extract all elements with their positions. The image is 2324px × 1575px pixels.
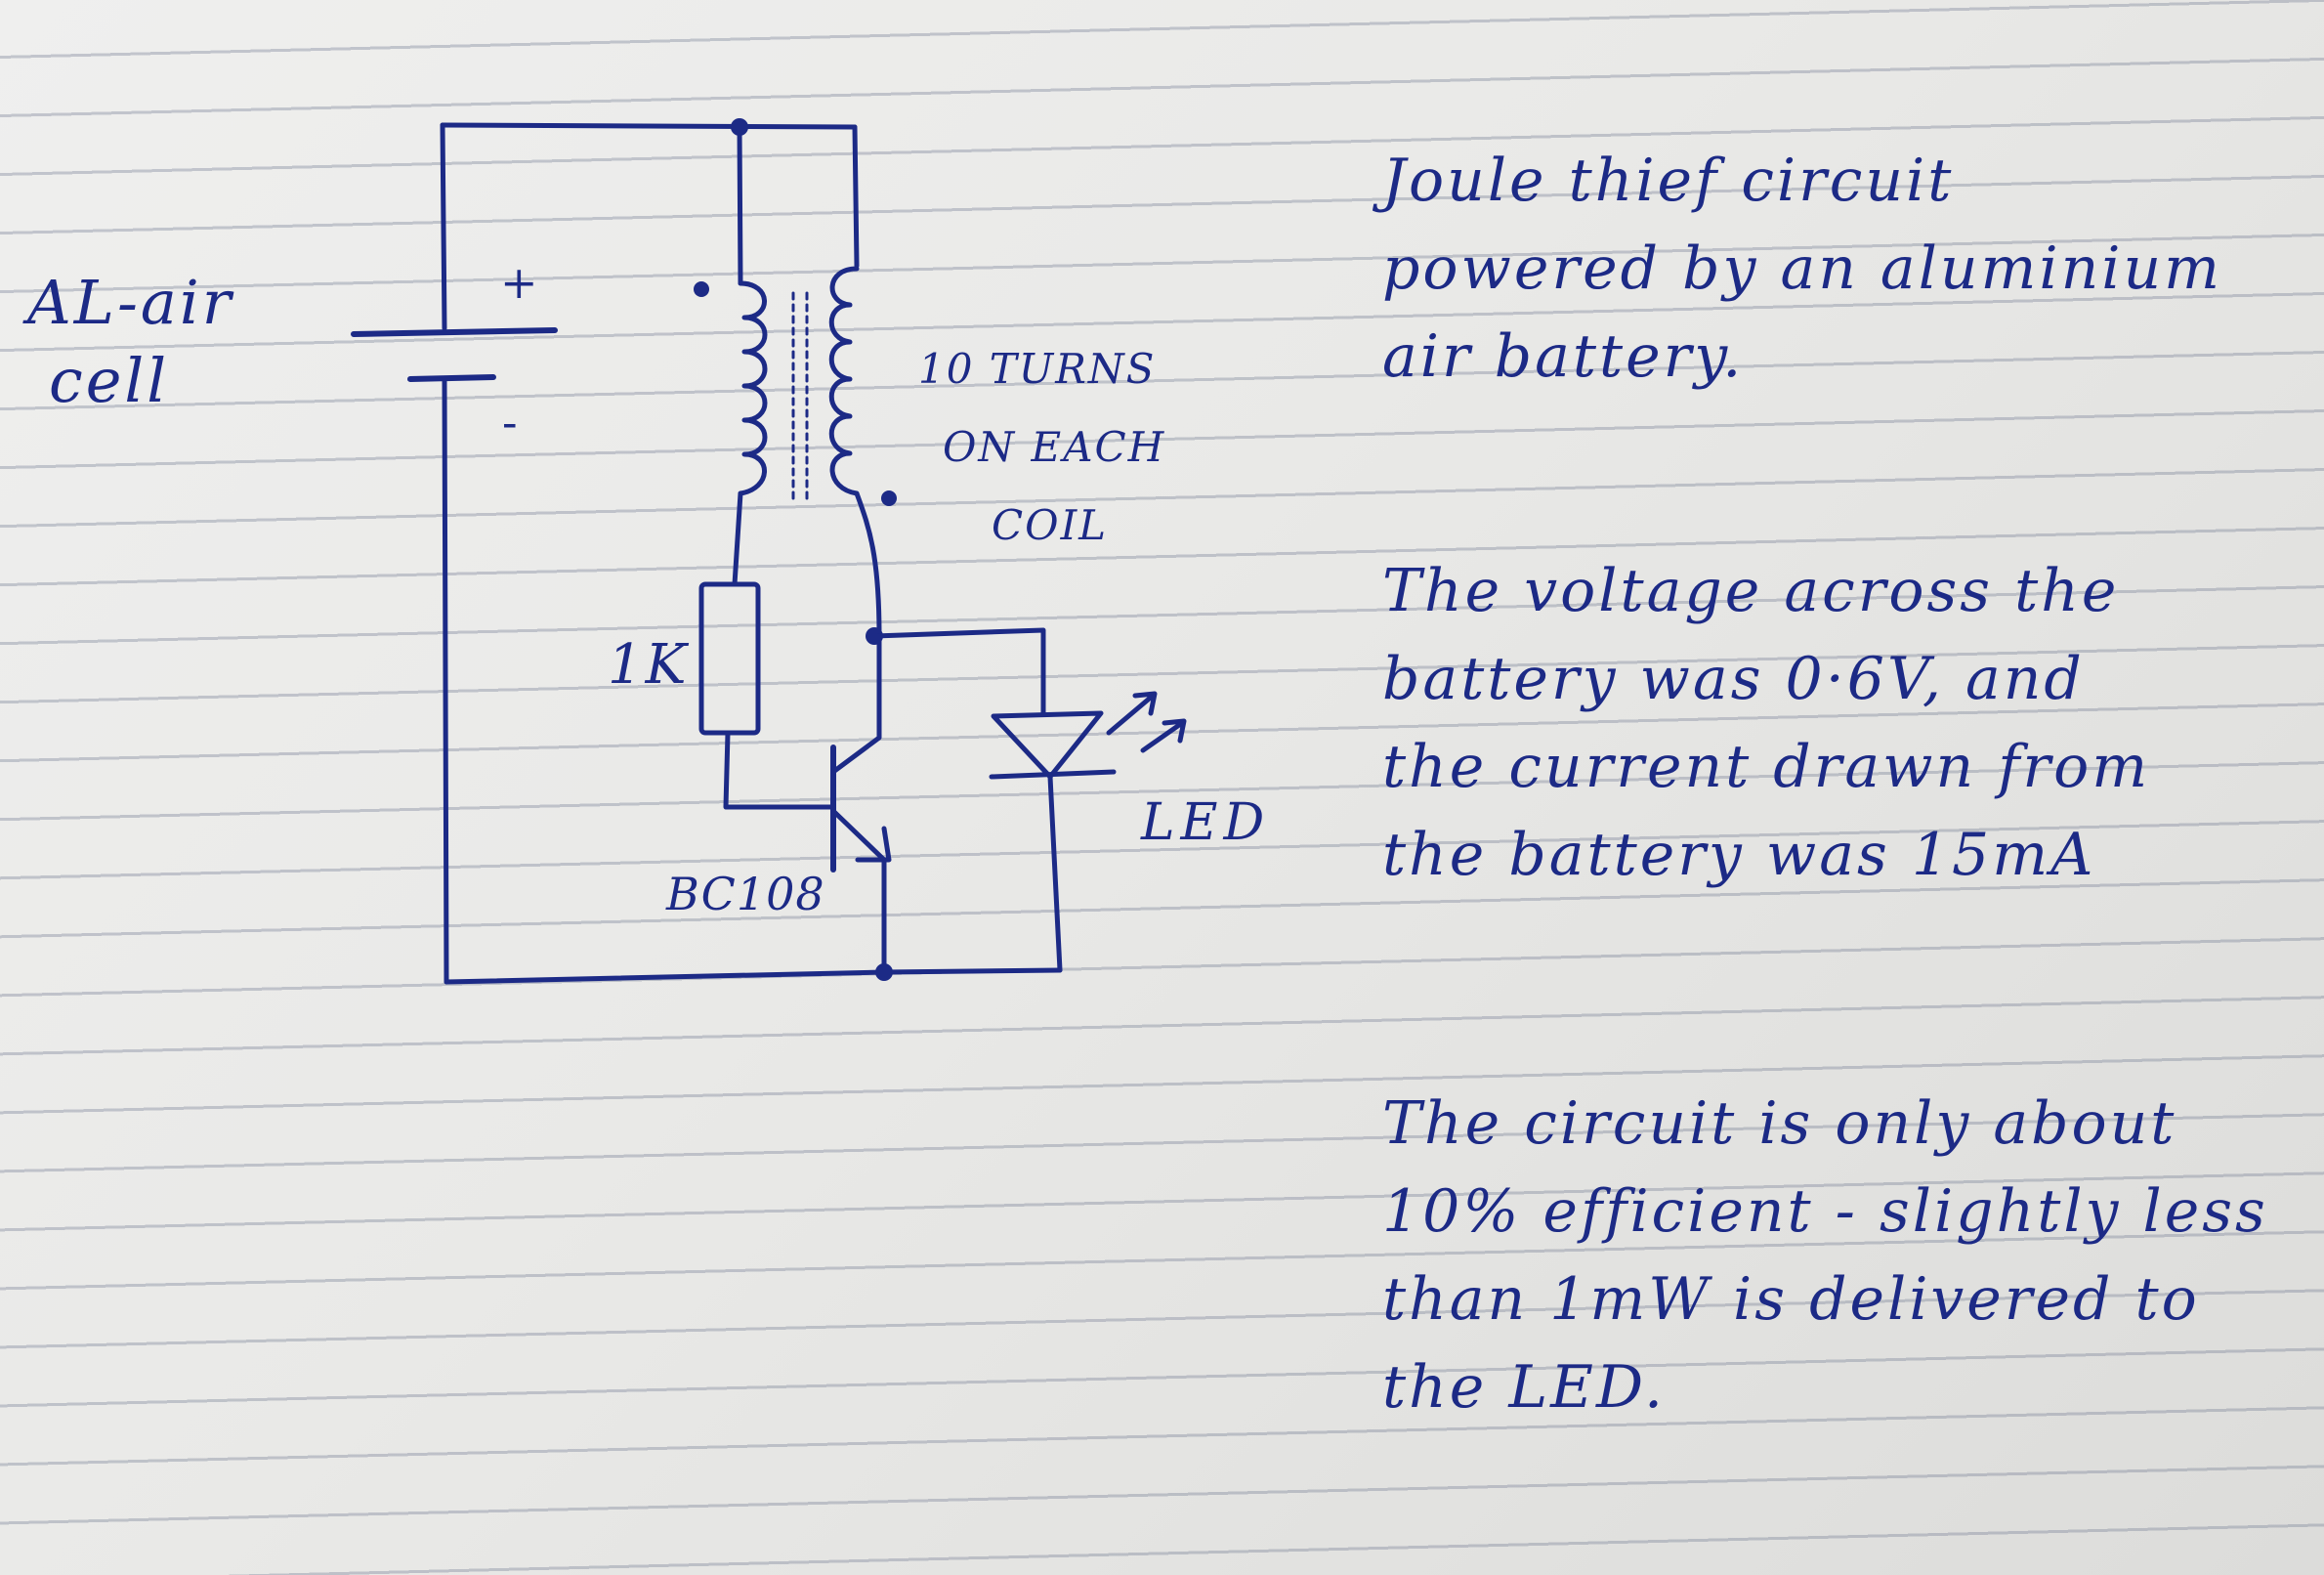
plus-sign: + — [500, 256, 541, 309]
note-line: than 1mW is delivered to — [1382, 1265, 2200, 1334]
transistor-emitter-lead — [830, 808, 887, 975]
led-bottom-wire — [1047, 774, 1063, 973]
coil-label-line1: 10 TURNS — [918, 345, 1157, 393]
note-line: the LED. — [1382, 1353, 1667, 1422]
transistor-label: BC108 — [666, 868, 825, 920]
note-line: 10% efficient - slightly less — [1382, 1177, 2268, 1246]
battery-label-line2: cell — [49, 345, 170, 416]
note-line: battery was 0·6V, and — [1382, 645, 2085, 713]
secondary-polarity-dot — [881, 490, 897, 506]
note-line: The circuit is only about — [1382, 1089, 2177, 1158]
note-line: powered by an aluminium — [1382, 234, 2222, 303]
primary-coil-top-wire — [737, 124, 743, 286]
battery-positive-wire — [440, 122, 447, 331]
coil-label-line3: COIL — [992, 501, 1109, 549]
note-line: Joule thief circuit — [1382, 147, 1955, 215]
secondary-coil — [828, 266, 860, 496]
led-light-arrow-2 — [1140, 718, 1187, 753]
resistor-label: 1K — [608, 633, 690, 697]
bottom-wire — [444, 967, 1063, 985]
notes-block-2: The voltage across the battery was 0·6V,… — [1382, 547, 2150, 899]
led-bar — [989, 769, 1117, 780]
battery-label: AL-air cell — [27, 264, 233, 420]
primary-polarity-dot — [694, 281, 709, 297]
note-line: the current drawn from — [1382, 733, 2151, 801]
notes-block-3: The circuit is only about 10% efficient … — [1382, 1080, 2268, 1431]
resistor-body — [698, 581, 761, 736]
resistor-to-base-wire — [723, 730, 836, 810]
bottom-junction-dot — [875, 963, 893, 981]
top-wire — [440, 122, 858, 130]
primary-coil — [738, 280, 768, 496]
emitter-arrow — [855, 826, 892, 863]
note-line: the battery was 15mA — [1382, 821, 2096, 889]
minus-sign: - — [502, 396, 521, 448]
led-label: LED — [1141, 793, 1271, 852]
battery-negative-wire — [442, 378, 449, 985]
resistor-top-wire — [732, 490, 743, 587]
led-light-arrow-1 — [1106, 691, 1158, 736]
transistor-collector-lead — [830, 633, 882, 775]
led-top-wire — [871, 627, 1046, 716]
coil-label-line2: ON EACH — [943, 423, 1166, 471]
battery-long-plate — [351, 327, 558, 337]
coil-label: 10 TURNS ON EACH COIL — [918, 330, 1165, 565]
battery-short-plate — [407, 374, 496, 382]
secondary-coil-top-wire — [852, 124, 860, 269]
led-triangle — [991, 710, 1104, 780]
notes-block-1: Joule thief circuit powered by an alumin… — [1382, 137, 2222, 401]
note-line: The voltage across the — [1382, 557, 2120, 625]
collector-wire — [854, 490, 882, 638]
battery-label-line1: AL-air — [27, 267, 234, 338]
note-line: air battery. — [1382, 322, 1745, 391]
